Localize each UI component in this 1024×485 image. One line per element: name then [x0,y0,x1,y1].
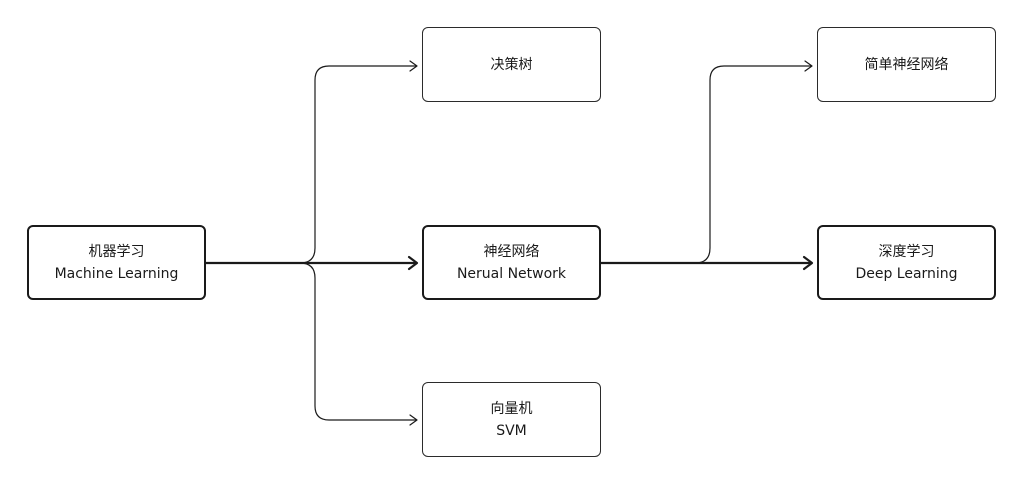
node-label-en: Nerual Network [456,265,567,282]
node-label-zh: 机器学习 [88,243,145,260]
arrowhead-ml-to-nn [407,255,419,271]
edge-ml-to-svm [299,262,417,421]
node-label-en: Machine Learning [54,265,179,282]
arrowhead-nn-to-dl [802,255,814,271]
node-deep-learning: 深度学习 Deep Learning [817,225,996,300]
node-svm: 向量机 SVM [422,382,601,457]
node-decision-tree: 决策树 [422,27,601,102]
edge-ml-to-dt [299,65,417,264]
node-label-zh: 神经网络 [483,243,540,260]
node-label-zh: 决策树 [490,56,533,73]
arrowhead-nn-to-snn [804,60,813,72]
node-label-en: Deep Learning [855,265,958,282]
node-label-zh: 深度学习 [878,243,935,260]
arrowhead-ml-to-dt [409,60,418,72]
node-machine-learning: 机器学习 Machine Learning [27,225,206,300]
node-label-zh: 简单神经网络 [864,56,949,73]
edge-nn-to-snn [694,65,812,264]
node-neural-network: 神经网络 Nerual Network [422,225,601,300]
arrowhead-ml-to-svm [409,414,418,426]
node-simple-neural-network: 简单神经网络 [817,27,996,102]
node-label-zh: 向量机 [490,400,533,417]
node-label-en: SVM [496,422,527,439]
